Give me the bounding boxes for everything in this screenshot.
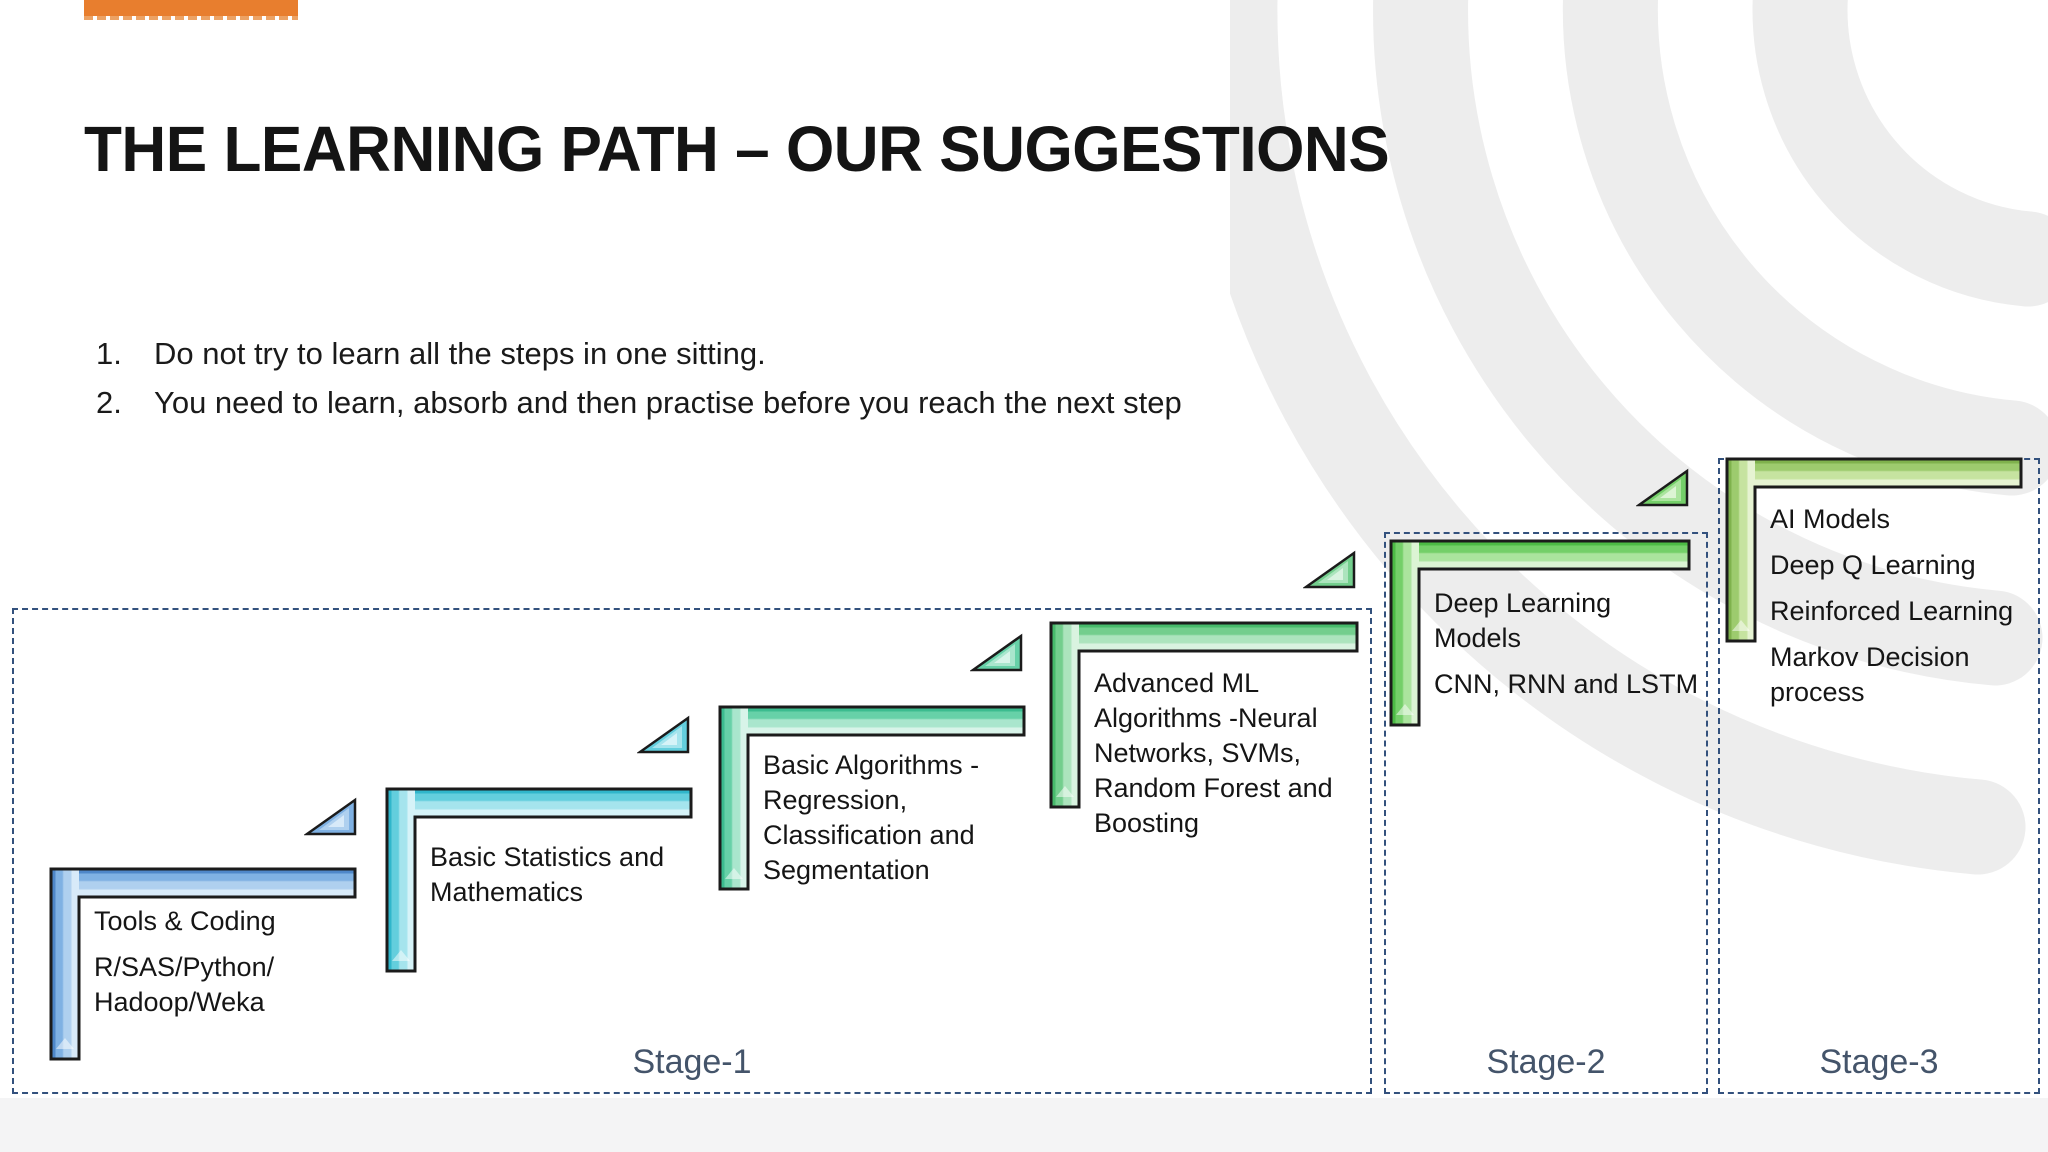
step-line: Classification and bbox=[763, 820, 975, 850]
step-1-text: Tools & Coding R/SAS/Python/ Hadoop/Weka bbox=[94, 904, 276, 1031]
step-4-text: Advanced ML Algorithms -Neural Networks,… bbox=[1094, 666, 1333, 852]
step-2: Basic Statistics and Mathematics bbox=[384, 786, 694, 974]
stair-triangle-2 bbox=[637, 715, 690, 754]
step-line: CNN, RNN and LSTM bbox=[1434, 669, 1699, 699]
stage-2-label: Stage-2 bbox=[1486, 1043, 1606, 1081]
step-5-text: Deep Learning Models CNN, RNN and LSTM bbox=[1434, 586, 1698, 713]
step-6-arrow-shape bbox=[1725, 457, 2023, 643]
step-line: Algorithms -Neural bbox=[1094, 703, 1318, 733]
step-3-arrow-shape bbox=[718, 705, 1026, 891]
step-line: Basic Statistics and bbox=[430, 842, 665, 872]
step-line: Networks, SVMs, bbox=[1094, 738, 1302, 768]
stair-triangle-1 bbox=[304, 797, 357, 836]
step-line: AI Models bbox=[1770, 504, 1891, 534]
step-line: Hadoop/Weka bbox=[94, 987, 265, 1017]
stair-triangle-3 bbox=[970, 633, 1023, 672]
accent-bar bbox=[84, 0, 298, 20]
step-line: process bbox=[1770, 677, 1865, 707]
note-text: Do not try to learn all the steps in one… bbox=[154, 336, 766, 371]
step-line: Deep Q Learning bbox=[1770, 550, 1976, 580]
stage-1-label: Stage-1 bbox=[632, 1043, 752, 1081]
note-text: You need to learn, absorb and then pract… bbox=[154, 385, 1182, 420]
step-6: AI Models Deep Q Learning Reinforced Lea… bbox=[1724, 456, 2024, 707]
step-line: Markov Decision bbox=[1770, 642, 1970, 672]
stair-triangle-4 bbox=[1303, 550, 1356, 589]
step-4-arrow-shape bbox=[1049, 621, 1359, 809]
step-line: Advanced ML bbox=[1094, 668, 1260, 698]
stage-1-box: Stage-1 bbox=[12, 608, 1372, 1094]
stage-2-box: Stage-2 bbox=[1384, 532, 1708, 1094]
slide-title: THE LEARNING PATH – OUR SUGGESTIONS bbox=[84, 113, 1390, 185]
stair-triangle-5 bbox=[1636, 468, 1689, 507]
step-line: R/SAS/Python/ bbox=[94, 952, 275, 982]
note-number: 2. bbox=[96, 385, 122, 420]
step-3-text: Basic Algorithms - Regression, Classific… bbox=[763, 748, 979, 899]
note-item-1: 1. Do not try to learn all the steps in … bbox=[96, 334, 1182, 374]
step-line: Reinforced Learning bbox=[1770, 596, 2014, 626]
step-2-text: Basic Statistics and Mathematics bbox=[430, 840, 664, 921]
watermark-swoosh-icon bbox=[1230, 0, 2048, 875]
step-1-arrow-shape bbox=[49, 867, 357, 1061]
step-line: Segmentation bbox=[763, 855, 930, 885]
step-line: Boosting bbox=[1094, 808, 1200, 838]
step-line: Mathematics bbox=[430, 877, 584, 907]
notes-list: 1. Do not try to learn all the steps in … bbox=[96, 334, 1182, 432]
step-3: Basic Algorithms - Regression, Classific… bbox=[717, 704, 1027, 892]
step-4: Advanced ML Algorithms -Neural Networks,… bbox=[1048, 620, 1360, 838]
note-number: 1. bbox=[96, 336, 122, 371]
note-item-2: 2. You need to learn, absorb and then pr… bbox=[96, 383, 1182, 423]
step-5-arrow-shape bbox=[1389, 539, 1691, 727]
step-line: Models bbox=[1434, 623, 1522, 653]
step-line: Tools & Coding bbox=[94, 906, 276, 936]
bottom-margin-band bbox=[0, 1098, 2048, 1152]
step-line: Basic Algorithms - bbox=[763, 750, 980, 780]
step-6-text: AI Models Deep Q Learning Reinforced Lea… bbox=[1770, 502, 2013, 721]
step-line: Regression, bbox=[763, 785, 908, 815]
step-line: Deep Learning bbox=[1434, 588, 1612, 618]
stage-3-label: Stage-3 bbox=[1819, 1043, 1939, 1081]
step-2-arrow-shape bbox=[385, 787, 693, 973]
step-5: Deep Learning Models CNN, RNN and LSTM bbox=[1388, 538, 1698, 728]
step-line: Random Forest and bbox=[1094, 773, 1333, 803]
step-1: Tools & Coding R/SAS/Python/ Hadoop/Weka bbox=[48, 866, 358, 1062]
